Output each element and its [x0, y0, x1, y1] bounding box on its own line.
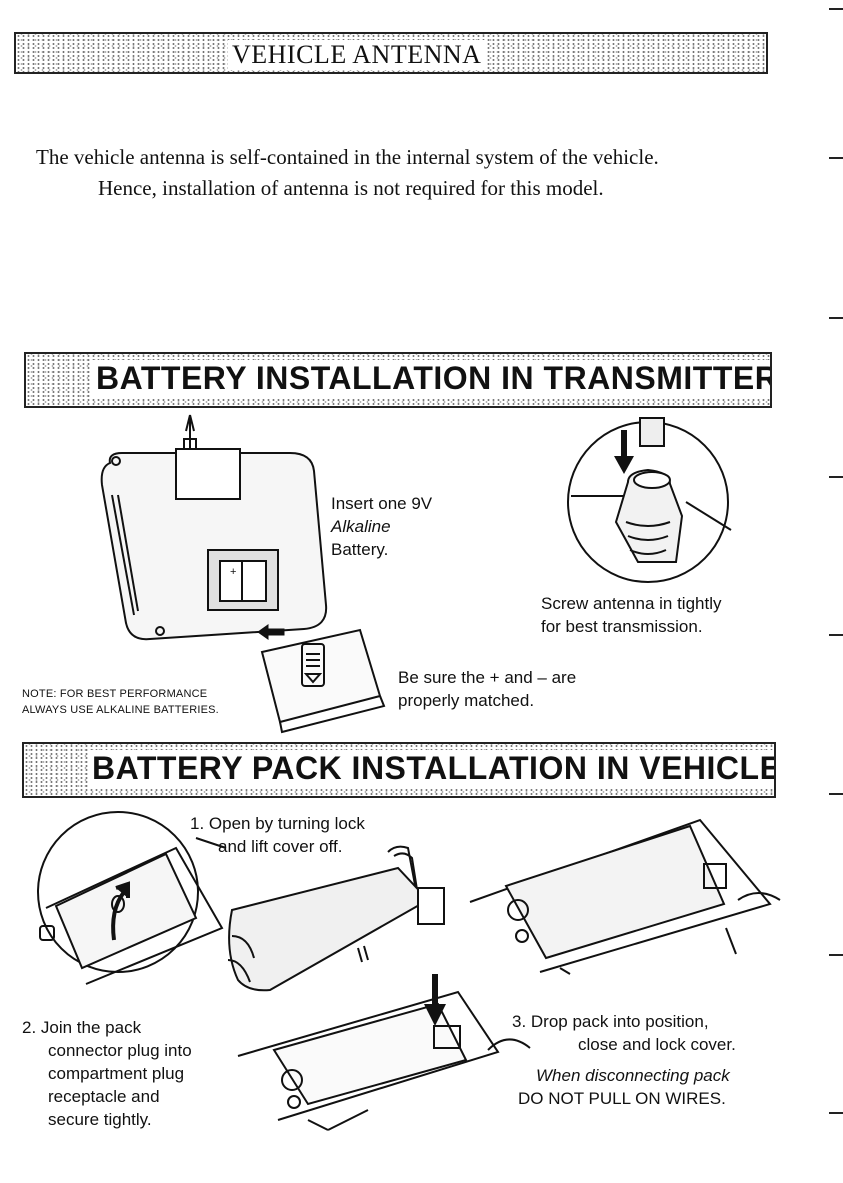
battery-compartment-illustration — [238, 980, 538, 1130]
battery-cover-illustration — [250, 622, 390, 732]
disconnect-caution-note: When disconnecting pack DO NOT PULL ON W… — [518, 1066, 730, 1108]
curved-arrow-icon — [106, 880, 136, 942]
margin-tick — [829, 8, 843, 10]
polarity-note: Be sure the + and – are properly matched… — [398, 668, 577, 710]
down-arrow-icon — [424, 974, 446, 1026]
svg-text:+: + — [230, 566, 236, 578]
section-header-vehicle-antenna: VEHICLE ANTENNA — [14, 32, 768, 74]
step-3-note: 3. Drop pack into position, close and lo… — [512, 1012, 736, 1054]
alkaline-warning-note: NOTE: FOR BEST PERFORMANCE ALWAYS USE AL… — [22, 688, 219, 716]
margin-tick — [829, 476, 843, 478]
step-1-note: 1. Open by turning lock and lift cover o… — [190, 814, 365, 856]
section-header-transmitter: BATTERY INSTALLATION IN TRANSMITTER — [24, 352, 772, 408]
margin-tick — [829, 954, 843, 956]
section-title: BATTERY PACK INSTALLATION IN VEHICLE — [88, 750, 774, 787]
section-title: BATTERY INSTALLATION IN TRANSMITTER — [92, 360, 770, 397]
antenna-tighten-note: Screw antenna in tightly for best transm… — [541, 594, 722, 636]
down-arrow-icon — [614, 430, 634, 474]
open-cover-illustration — [26, 808, 226, 988]
antenna-closeup-illustration — [566, 412, 736, 582]
margin-tick — [829, 157, 843, 159]
margin-tick — [829, 793, 843, 795]
closed-cover-illustration — [470, 808, 800, 978]
battery-pack-illustration — [218, 840, 468, 1010]
margin-tick — [829, 1112, 843, 1114]
transmitter-illustration: + — [90, 415, 340, 655]
section-title: VEHICLE ANTENNA — [228, 40, 486, 70]
margin-tick — [829, 634, 843, 636]
up-arrow-icon — [256, 624, 286, 640]
antenna-paragraph-line-2: Hence, installation of antenna is not re… — [98, 176, 604, 200]
step-2-note: 2. Join the pack connector plug into com… — [22, 1018, 192, 1129]
antenna-paragraph-line-1: The vehicle antenna is self-contained in… — [36, 145, 659, 169]
margin-tick — [829, 317, 843, 319]
section-header-vehicle: BATTERY PACK INSTALLATION IN VEHICLE — [22, 742, 776, 798]
insert-battery-note: Insert one 9V Alkaline Battery. — [331, 494, 433, 559]
